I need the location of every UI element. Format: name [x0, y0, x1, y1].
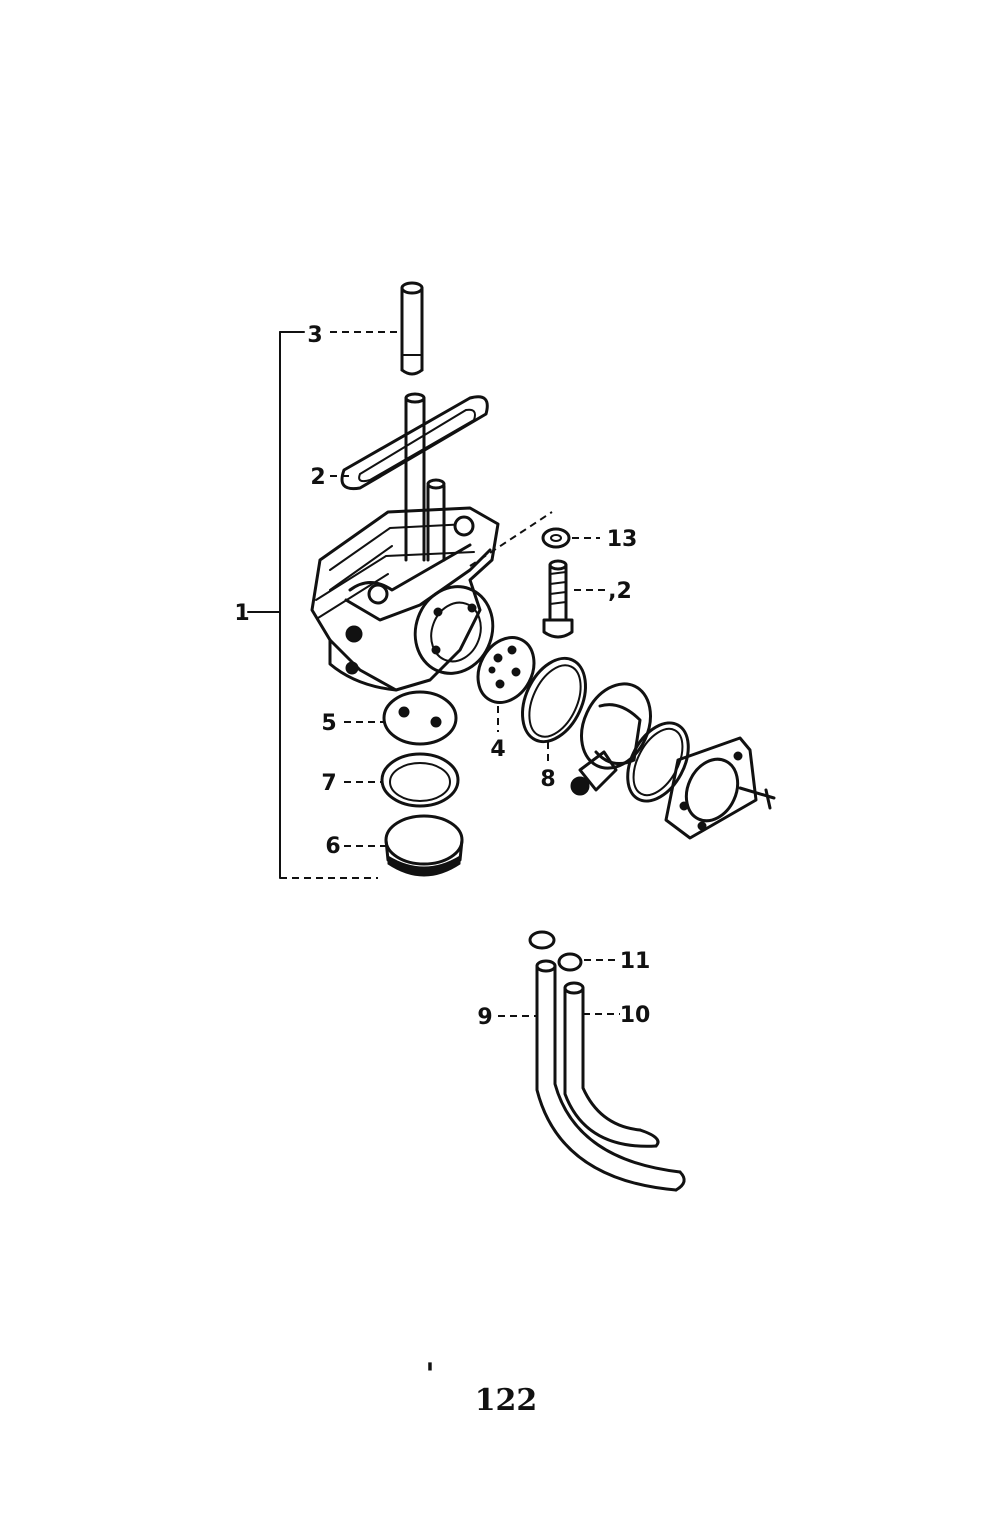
callout-2-right: ,2 — [608, 579, 632, 604]
callout-5: 5 — [321, 711, 336, 736]
cup-gasket-part — [344, 690, 458, 746]
callout-3: 3 — [307, 323, 322, 348]
valve-plate-part — [476, 636, 536, 732]
callout-8: 8 — [540, 767, 555, 792]
callout-1: 1 — [234, 601, 249, 626]
callout-6: 6 — [325, 834, 340, 859]
mounting-plate-part — [664, 736, 776, 840]
callout-7: 7 — [321, 771, 336, 796]
callout-13: 13 — [607, 527, 638, 552]
callout-4: 4 — [490, 737, 505, 762]
valve-cover-part — [570, 682, 652, 796]
callout-2-left: 2 — [310, 465, 325, 490]
callout-10: 10 — [620, 1003, 651, 1028]
callout-9: 9 — [477, 1005, 492, 1030]
fuel-valve-body — [310, 506, 553, 692]
seal-ring-part — [344, 752, 460, 808]
washer-part — [541, 527, 600, 549]
callout-11: 11 — [620, 949, 651, 974]
sediment-cup-part — [344, 814, 464, 877]
fuel-pipe-part — [330, 281, 424, 376]
page-mark: ' — [425, 1357, 434, 1392]
page-number: 122 — [475, 1383, 538, 1418]
screw-part — [542, 559, 610, 639]
fuel-hoses-part — [498, 930, 686, 1192]
assembly-bracket — [247, 331, 378, 879]
strainer-gasket-part — [330, 392, 489, 562]
o-ring-part — [521, 656, 587, 762]
